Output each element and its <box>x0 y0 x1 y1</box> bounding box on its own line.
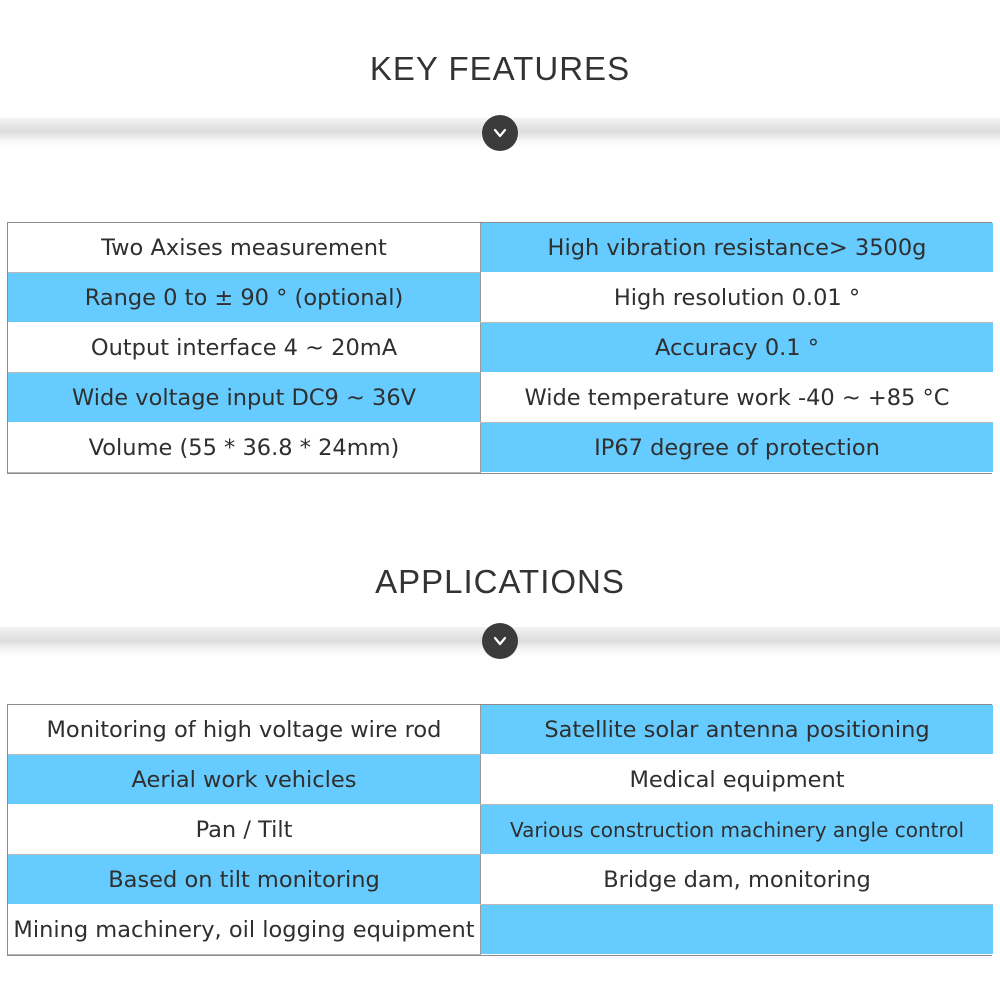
feature-cell: Range 0 to ± 90 ° (optional) <box>8 273 481 323</box>
feature-cell: Wide voltage input DC9 ~ 36V <box>8 373 481 423</box>
application-cell: Medical equipment <box>481 755 993 805</box>
application-cell <box>481 905 993 955</box>
application-cell: Aerial work vehicles <box>8 755 481 805</box>
feature-cell: Two Axises measurement <box>8 223 481 273</box>
application-cell: Monitoring of high voltage wire rod <box>8 705 481 755</box>
feature-cell: High resolution 0.01 ° <box>481 273 993 323</box>
feature-cell: IP67 degree of protection <box>481 423 993 473</box>
key-features-title: KEY FEATURES <box>369 50 631 87</box>
application-cell: Pan / Tilt <box>8 805 481 855</box>
application-cell: Various construction machinery angle con… <box>481 805 993 855</box>
feature-cell: Accuracy 0.1 ° <box>481 323 993 373</box>
feature-cell: Volume (55 * 36.8 * 24mm) <box>8 423 481 473</box>
applications-title: APPLICATIONS <box>375 563 625 600</box>
application-cell: Based on tilt monitoring <box>8 855 481 905</box>
application-cell: Bridge dam, monitoring <box>481 855 993 905</box>
key-features-table: Two Axises measurement High vibration re… <box>7 222 993 474</box>
feature-cell: Wide temperature work -40 ~ +85 °C <box>481 373 993 423</box>
application-cell: Satellite solar antenna positioning <box>481 705 993 755</box>
applications-table: Monitoring of high voltage wire rod Sate… <box>7 704 993 956</box>
feature-cell: High vibration resistance> 3500g <box>481 223 993 273</box>
feature-cell: Output interface 4 ~ 20mA <box>8 323 481 373</box>
application-cell: Mining machinery, oil logging equipment <box>8 905 481 955</box>
chevron-down-icon <box>482 115 518 151</box>
chevron-down-icon <box>482 623 518 659</box>
